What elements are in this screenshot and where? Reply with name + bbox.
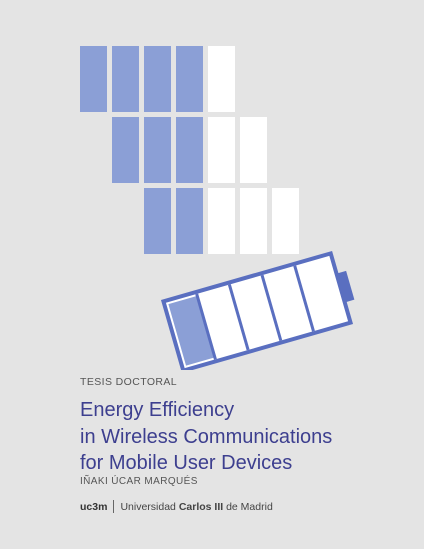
title-line: for Mobile User Devices — [80, 452, 293, 474]
empty-bar — [208, 46, 235, 112]
battery-icon — [160, 250, 355, 370]
logo-text-after: de Madrid — [223, 500, 273, 513]
logo-text-before: Universidad — [120, 500, 179, 513]
bar-row-1 — [80, 46, 235, 112]
empty-bar — [240, 188, 267, 254]
filled-bar — [176, 188, 203, 254]
document-type-label: TESIS DOCTORAL — [80, 376, 178, 388]
author-name: IÑAKI ÚCAR MARQUÉS — [80, 476, 198, 487]
bar-row-3 — [144, 188, 299, 254]
title-line: Energy Efficiency — [80, 399, 235, 421]
filled-bar — [176, 117, 203, 183]
thesis-title: Energy Efficiency in Wireless Communicat… — [80, 397, 332, 477]
logo-divider — [113, 500, 115, 513]
filled-bar — [176, 46, 203, 112]
empty-bar — [240, 117, 267, 183]
empty-bar — [208, 188, 235, 254]
filled-bar — [144, 188, 171, 254]
filled-bar — [112, 117, 139, 183]
bar-row-2 — [112, 117, 267, 183]
filled-bar — [144, 46, 171, 112]
university-logo: uc3m Universidad Carlos III de Madrid — [80, 500, 273, 513]
logo-text-bold: Carlos III — [178, 500, 224, 513]
filled-bar — [144, 117, 171, 183]
filled-bar — [80, 46, 107, 112]
logo-mark: uc3m — [80, 500, 108, 513]
empty-bar — [272, 188, 299, 254]
cover-illustration — [80, 46, 355, 370]
empty-bar — [208, 117, 235, 183]
title-line: in Wireless Communications — [80, 425, 333, 448]
filled-bar — [112, 46, 139, 112]
